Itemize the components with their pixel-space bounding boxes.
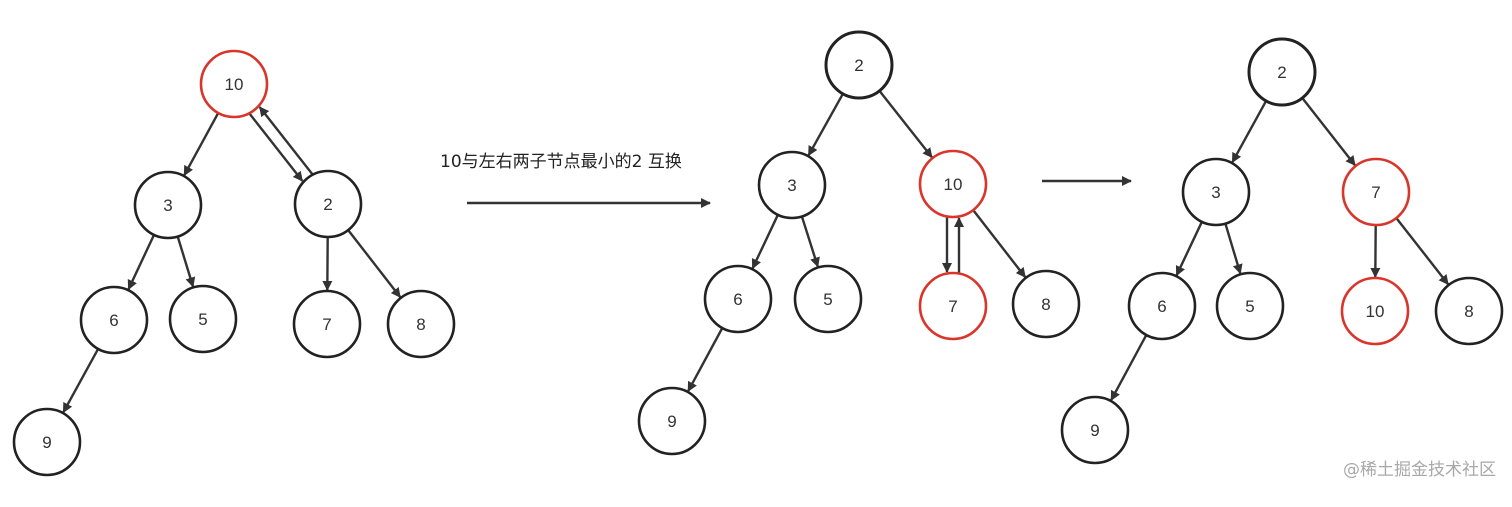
- tree-before-node-circle-5: [168, 284, 238, 354]
- tree-final-node-circle-2: [1247, 37, 1317, 107]
- tree-final-edge-n2-n7: [1301, 97, 1356, 166]
- tree-before-node-label-10: 10: [225, 75, 244, 94]
- tree-after-first-swap-edge-n10-n8: [972, 209, 1027, 278]
- tree-final-node-label-7: 7: [1371, 183, 1380, 202]
- tree-final-edge-n6-n9: [1110, 334, 1148, 401]
- tree-after-first-swap-edge-n6-n9: [687, 327, 724, 392]
- tree-before-node-7: 7: [292, 289, 362, 359]
- tree-after-first-swap-node-6: 6: [703, 264, 773, 334]
- tree-final-node-9: 9: [1060, 395, 1130, 465]
- watermark-text: @稀土掘金技术社区: [1343, 460, 1496, 480]
- tree-after-first-swap-node-label-5: 5: [823, 290, 832, 309]
- tree-after-first-swap-node-8: 8: [1011, 269, 1081, 339]
- tree-before-edge-n10-n2: [248, 112, 304, 182]
- tree-before-node-circle-10: [199, 49, 269, 119]
- tree-final-node-3: 3: [1181, 157, 1251, 227]
- tree-before-node-8: 8: [386, 289, 456, 359]
- tree-after-first-swap-node-label-6: 6: [733, 290, 742, 309]
- tree-before-node-label-3: 3: [163, 196, 172, 215]
- tree-before-node-5: 5: [168, 284, 238, 354]
- tree-final-node-circle-7: [1341, 157, 1411, 227]
- tree-final-node-10: 10: [1340, 276, 1410, 346]
- tree-after-first-swap-node-circle-7: [918, 271, 988, 341]
- edges-layer: [62, 90, 1450, 414]
- tree-before-node-6: 6: [79, 285, 149, 355]
- tree-before-node-circle-3: [133, 170, 203, 240]
- tree-after-first-swap-node-circle-5: [793, 264, 863, 334]
- tree-after-first-swap-node-circle-9: [637, 386, 707, 456]
- tree-after-first-swap-node-7: 7: [918, 271, 988, 341]
- tree-after-first-swap-node-9: 9: [637, 386, 707, 456]
- step-caption: 10与左右两子节点最小的2 互换: [440, 152, 682, 172]
- tree-final-node-label-10: 10: [1366, 302, 1385, 321]
- tree-before-node-label-6: 6: [109, 311, 118, 330]
- tree-after-first-swap-node-circle-10: [918, 149, 988, 219]
- tree-after-first-swap-edge-n2-n3: [807, 93, 844, 157]
- tree-before-node-label-7: 7: [322, 315, 331, 334]
- tree-final-node-label-5: 5: [1245, 297, 1254, 316]
- tree-final-node-label-3: 3: [1211, 183, 1220, 202]
- tree-before-node-circle-7: [292, 289, 362, 359]
- tree-final-node-circle-6: [1127, 271, 1197, 341]
- tree-before-edge-n2-n8: [347, 229, 402, 298]
- tree-final-node-circle-8: [1434, 276, 1504, 346]
- nodes-layer: 10 3 2 6 5 7 8 9 2 3 10 6 5 7 8 9 2 3 7 6 5 10 8 9: [12, 30, 1504, 477]
- tree-final-node-circle-9: [1060, 395, 1130, 465]
- tree-final-node-2: 2: [1247, 37, 1317, 107]
- tree-final-edge-n3-n6: [1175, 221, 1203, 277]
- tree-after-first-swap-edge-n3-n5: [800, 216, 820, 268]
- tree-final-edge-n7-n8: [1395, 217, 1450, 285]
- tree-before-node-circle-9: [12, 407, 82, 477]
- tree-before-node-circle-6: [79, 285, 149, 355]
- tree-final-node-label-8: 8: [1464, 302, 1473, 321]
- tree-after-first-swap-node-label-3: 3: [787, 176, 796, 195]
- tree-final-edge-n3-n5: [1224, 223, 1243, 275]
- tree-before-node-9: 9: [12, 407, 82, 477]
- tree-final-node-label-6: 6: [1157, 297, 1166, 316]
- tree-after-first-swap-node-2: 2: [824, 30, 894, 100]
- tree-before-node-label-8: 8: [416, 315, 425, 334]
- tree-after-first-swap-node-5: 5: [793, 264, 863, 334]
- tree-after-first-swap-node-circle-3: [757, 150, 827, 220]
- tree-after-first-swap-node-circle-6: [703, 264, 773, 334]
- tree-final-node-6: 6: [1127, 271, 1197, 341]
- tree-final-node-label-2: 2: [1277, 63, 1286, 82]
- tree-after-first-swap-node-label-7: 7: [948, 297, 957, 316]
- tree-before-node-label-5: 5: [198, 310, 207, 329]
- tree-after-first-swap-node-3: 3: [757, 150, 827, 220]
- tree-after-first-swap-edge-n3-n6: [751, 214, 779, 270]
- tree-after-first-swap-node-label-2: 2: [854, 56, 863, 75]
- tree-before-edge-n10-n3: [183, 112, 220, 177]
- tree-final-node-5: 5: [1215, 271, 1285, 341]
- tree-after-first-swap-node-label-10: 10: [944, 175, 963, 194]
- tree-final-node-circle-3: [1181, 157, 1251, 227]
- tree-final-node-circle-10: [1340, 276, 1410, 346]
- tree-after-first-swap-node-circle-2: [824, 30, 894, 100]
- tree-before-edge-n2-n10: [258, 106, 314, 176]
- tree-before-edge-n3-n6: [127, 234, 156, 291]
- tree-after-first-swap-node-10: 10: [918, 149, 988, 219]
- tree-after-first-swap-edge-n2-n10: [878, 90, 933, 159]
- tree-after-first-swap-node-circle-8: [1011, 269, 1081, 339]
- tree-before-node-circle-8: [386, 289, 456, 359]
- tree-after-first-swap-node-label-8: 8: [1041, 295, 1050, 314]
- tree-before-node-label-2: 2: [323, 195, 332, 214]
- tree-final-node-label-9: 9: [1090, 421, 1099, 440]
- tree-before-edge-n6-n9: [62, 348, 100, 414]
- tree-after-first-swap-node-label-9: 9: [667, 412, 676, 431]
- tree-final-node-circle-5: [1215, 271, 1285, 341]
- tree-before-edge-n3-n5: [176, 236, 196, 288]
- tree-final-node-8: 8: [1434, 276, 1504, 346]
- tree-before-node-circle-2: [293, 169, 363, 239]
- tree-before-node-10: 10: [199, 49, 269, 119]
- tree-before-node-2: 2: [293, 169, 363, 239]
- tree-final-edge-n2-n3: [1231, 100, 1268, 164]
- tree-before-node-3: 3: [133, 170, 203, 240]
- tree-final-node-7: 7: [1341, 157, 1411, 227]
- tree-before-node-label-9: 9: [42, 433, 51, 452]
